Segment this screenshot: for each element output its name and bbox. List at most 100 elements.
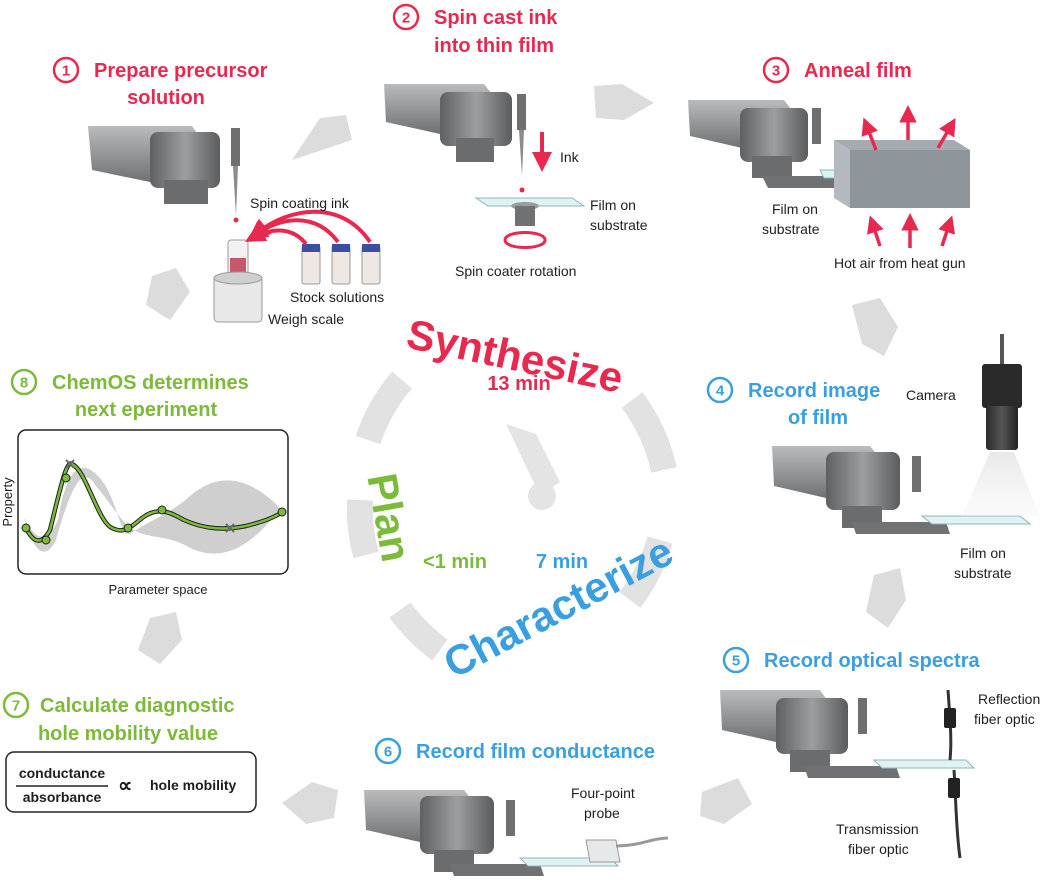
camera-field-of-view: [962, 452, 1040, 516]
cycle-arrow-5-6: [700, 778, 752, 824]
cycle-arrow-1-2: [292, 115, 352, 160]
heat-box-top: [834, 140, 970, 150]
label-weigh-scale: Weigh scale: [268, 311, 344, 327]
robot-head-6: [420, 796, 494, 854]
step-7-number-circle: [2, 691, 30, 719]
stock-cap-2: [332, 244, 350, 252]
pipette-needle-1: [233, 166, 238, 216]
step-6-number: 6: [384, 744, 392, 761]
step-7-title-line1: Calculate diagnostic: [40, 695, 235, 717]
step-2-title-line1: Spin cast ink: [434, 7, 558, 29]
inner-cycle-ring: [346, 371, 677, 661]
label-spin-coater-rotation: Spin coater rotation: [455, 263, 576, 279]
label-film-on-4: Film on: [960, 545, 1006, 561]
pipette-5: [858, 698, 867, 734]
phase-characterize-duration: 7 min: [536, 551, 588, 573]
workflow-cycle-arrows: [138, 84, 906, 824]
formula-denominator: absorbance: [23, 789, 102, 805]
label-transmission-1: Transmission: [836, 821, 919, 837]
observed-point-3: [61, 473, 71, 483]
reflection-probe: [944, 708, 956, 728]
label-hot-air: Hot air from heat gun: [834, 255, 966, 271]
stage-6: [450, 864, 544, 876]
observed-point-4: [123, 523, 133, 533]
stock-cap-1: [302, 244, 320, 252]
observed-point-2: [41, 535, 51, 545]
label-four-point-1: Four-point: [571, 785, 635, 801]
camera-lens: [986, 406, 1018, 450]
step-4-number: 4: [716, 383, 725, 400]
stock-vials: [301, 244, 381, 285]
substrate-5: [872, 759, 976, 769]
step-1-title-line2: solution: [127, 87, 205, 109]
pipette-4: [912, 456, 921, 492]
transfer-arrow-3: [249, 209, 372, 244]
ring-segment-bottom-left: [389, 602, 448, 661]
step-2-number: 2: [402, 10, 410, 27]
reflection-fiber: [946, 689, 953, 761]
step-6-illustration: Four-point probe: [364, 785, 669, 876]
step-2-title-line2: into thin film: [434, 35, 554, 57]
step-1-number-circle: [52, 56, 80, 84]
pipette-6: [506, 800, 515, 836]
formula-box: [5, 751, 257, 813]
stock-cap-3: [362, 244, 380, 252]
pipette-tip-1: [231, 128, 240, 166]
proposed-point-2: [225, 523, 235, 533]
ring-segment-right-lower: [619, 536, 673, 608]
step-7-formula: conductance absorbance ∝ hole mobility: [5, 751, 257, 813]
camera-body: [982, 364, 1022, 408]
step-5-number: 5: [732, 653, 740, 670]
weigh-scale-top: [213, 271, 263, 285]
label-film-on-3: Film on: [772, 201, 818, 217]
robot-legs-2: [456, 138, 494, 162]
ring-segment-right-upper: [621, 392, 677, 474]
substrate-4: [920, 515, 1032, 525]
step-5-illustration: Reflection fiber optic Transmission fibe…: [720, 689, 1040, 859]
pipette-3: [812, 108, 821, 144]
step-6-title: 6 Record film conductance: [374, 737, 655, 765]
label-substrate-3: substrate: [762, 221, 820, 237]
robot-head-3: [740, 108, 808, 162]
heat-box-side: [834, 140, 850, 208]
robot-legs-1: [164, 180, 208, 204]
step-8-number-circle: [10, 368, 38, 396]
spin-rotation-arrow: [503, 231, 547, 249]
ring-segment-top-left: [355, 371, 413, 445]
phase-plan: Plan <1 min: [358, 470, 487, 573]
observed-points: [21, 473, 287, 545]
label-ink: Ink: [560, 149, 580, 165]
ink-drop-1: [233, 217, 239, 223]
four-point-probe-body: [585, 839, 621, 863]
uncertainty-band: [24, 467, 280, 554]
surrogate-mean-curve-inner: [24, 462, 283, 542]
step-6-title-line1: Record film conductance: [416, 741, 655, 763]
observed-point-5: [157, 505, 167, 515]
spin-chuck-body: [515, 206, 535, 226]
robot-head-4: [826, 452, 900, 510]
pipette-tip-2: [517, 94, 526, 130]
step-1-illustration: Spin coating ink Stock solutions Weigh s…: [88, 126, 384, 327]
cycle-arrow-8-1: [146, 268, 190, 320]
label-four-point-2: probe: [584, 805, 620, 821]
step-3-number: 3: [772, 63, 780, 80]
robot-head-1: [150, 132, 220, 188]
step-7-title-line2: hole mobility value: [38, 723, 218, 745]
label-stock-solutions: Stock solutions: [290, 289, 384, 305]
step-2-illustration: Ink Film on substrate Spin coater rotati…: [384, 84, 648, 279]
transfer-arrows: [245, 209, 372, 246]
phase-synthesize: Synthesize 13 min: [403, 310, 627, 402]
plot-ylabel: Property: [0, 477, 15, 527]
hot-air-in-3: [938, 215, 955, 247]
hot-air-arrows: [861, 105, 956, 248]
robot-head-2: [440, 92, 512, 146]
cycle-arrow-7-8: [138, 612, 182, 664]
ink-fluid: [230, 258, 246, 276]
formula-numerator: conductance: [19, 765, 106, 781]
